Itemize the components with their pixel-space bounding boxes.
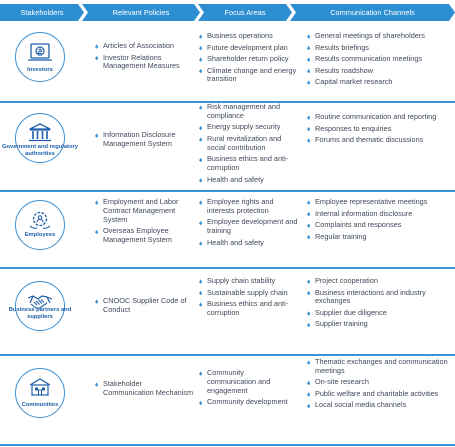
channels-list: Routine communication and reporting Resp…: [306, 112, 446, 148]
header-communication-channels: Communication Channels: [290, 4, 455, 21]
stakeholder-badge: [15, 281, 65, 331]
list-item: Shareholder return policy: [198, 54, 298, 64]
policies-list: Employment and Labor Contract Management…: [94, 197, 194, 248]
list-item: Responses to enquiries: [306, 124, 446, 134]
list-item: Business interactions and industry excha…: [306, 288, 448, 307]
channels-list: Thematic exchanges and communication mee…: [306, 357, 448, 413]
list-item: Employee representative meetings: [306, 197, 454, 207]
list-item: Energy supply security: [198, 123, 294, 132]
list-item: Results communication meetings: [306, 54, 454, 64]
list-item: Future development plan: [198, 43, 298, 53]
list-item: CNOOC Supplier Code of Conduct: [94, 296, 194, 315]
policies-list: Stakeholder Communication Mechanism: [94, 379, 194, 400]
list-item: Public welfare and charitable activities: [306, 389, 448, 399]
stakeholder-badge: [15, 200, 65, 250]
community-houses-icon: [29, 378, 51, 396]
table-row: Communities Stakeholder Communication Me…: [0, 356, 455, 444]
list-item: Results briefings: [306, 43, 454, 53]
list-item: Community development: [198, 397, 294, 407]
employees-gear-icon: [29, 211, 51, 229]
list-item: Project cooperation: [306, 276, 448, 286]
list-item: Internal information disclosure: [306, 209, 454, 219]
policies-list: CNOOC Supplier Code of Conduct: [94, 296, 194, 317]
list-item: Supplier due diligence: [306, 308, 448, 318]
list-item: Investor Relations Management Measures: [94, 53, 194, 72]
row-divider: [0, 267, 455, 269]
channels-list: Project cooperation Business interaction…: [306, 276, 448, 332]
header-stakeholders: Stakeholders: [0, 4, 84, 21]
investors-icon: [28, 43, 52, 61]
list-item: Employee development and training: [198, 218, 298, 236]
row-divider: [0, 354, 455, 356]
list-item: Results roadshow: [306, 66, 454, 76]
list-item: Community communication and engagement: [198, 368, 294, 396]
stakeholder-badge: [15, 32, 65, 82]
row-divider: [0, 190, 455, 192]
list-item: Local social media channels: [306, 401, 448, 410]
list-item: Regular training: [306, 232, 454, 242]
list-item: Articles of Association: [94, 41, 194, 51]
stakeholder-badge: [15, 113, 65, 163]
row-divider: [0, 444, 455, 446]
list-item: On-site research: [306, 378, 448, 387]
stakeholder-name: Employees: [24, 232, 56, 238]
focus-list: Supply chain stability Sustainable suppl…: [198, 276, 290, 320]
handshake-icon: [27, 295, 53, 309]
stakeholder-name: Business partners and suppliers: [8, 307, 72, 320]
policies-list: Information Disclosure Management System: [94, 130, 196, 151]
table-row: Employees Employment and Labor Contract …: [0, 192, 455, 267]
list-item: Complaints and responses: [306, 220, 454, 230]
channels-list: General meetings of shareholders Results…: [306, 31, 454, 90]
list-item: Climate change and energy transition: [198, 66, 298, 85]
list-item: Health and safety: [198, 175, 294, 185]
table-row: Business partners and suppliers CNOOC Su…: [0, 269, 455, 354]
list-item: Employment and Labor Contract Management…: [94, 197, 194, 225]
list-item: Routine communication and reporting: [306, 112, 446, 122]
list-item: Capital market research: [306, 77, 454, 87]
list-item: Health and safety: [198, 238, 298, 248]
focus-list: Business operations Future development p…: [198, 31, 298, 87]
list-item: General meetings of shareholders: [306, 31, 454, 41]
list-item: Supply chain stability: [198, 276, 290, 286]
list-item: Forums and thematic discussions: [306, 135, 446, 145]
list-item: Stakeholder Communication Mechanism: [94, 379, 194, 398]
header-focus-areas: Focus Areas: [198, 4, 292, 21]
list-item: Risk management and compliance: [198, 102, 294, 121]
list-item: Business ethics and anti-corruption: [198, 299, 290, 318]
header-relevant-policies: Relevant Policies: [82, 4, 200, 21]
stakeholder-name: Investors: [27, 67, 53, 73]
list-item: Employee rights and interests protection: [198, 197, 298, 216]
table-row: Government and regulatory authorities In…: [0, 102, 455, 190]
stakeholder-badge: [15, 368, 65, 418]
table-row: Investors Articles of Association Invest…: [0, 24, 455, 101]
focus-list: Risk management and compliance Energy su…: [198, 102, 294, 187]
focus-list: Community communication and engagement C…: [198, 368, 294, 410]
list-item: Business operations: [198, 31, 298, 41]
focus-list: Employee rights and interests protection…: [198, 197, 298, 250]
list-item: Rural revitalization and social contribu…: [198, 134, 294, 153]
stakeholder-name: Communities: [21, 402, 59, 408]
policies-list: Articles of Association Investor Relatio…: [94, 41, 194, 74]
list-item: Business ethics and anti-corruption: [198, 154, 294, 173]
list-item: Supplier training: [306, 320, 448, 329]
list-item: Overseas Employee Management System: [94, 226, 194, 245]
list-item: Sustainable supply chain: [198, 288, 290, 298]
channels-list: Employee representative meetings Interna…: [306, 197, 454, 244]
table-header: Stakeholders Relevant Policies Focus Are…: [0, 4, 455, 21]
stakeholder-name: Government and regulatory authorities: [1, 144, 79, 157]
list-item: Information Disclosure Management System: [94, 130, 196, 149]
list-item: Thematic exchanges and communication mee…: [306, 357, 448, 376]
government-building-icon: [29, 123, 51, 142]
